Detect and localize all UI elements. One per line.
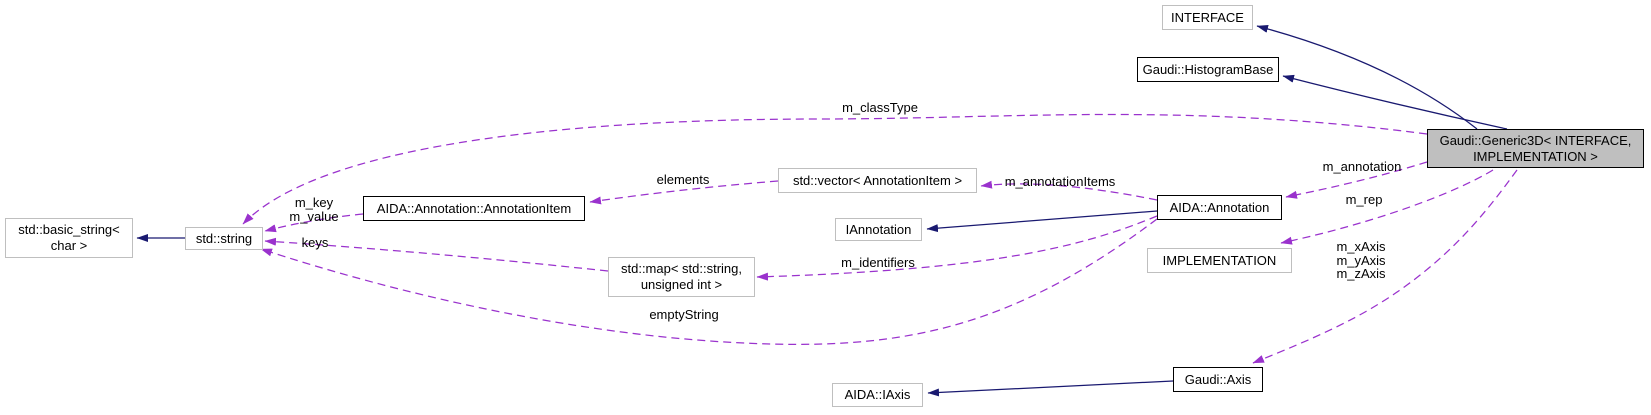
node-iannotation: IAnnotation	[835, 218, 922, 241]
node-gaudi-histogram-base[interactable]: Gaudi::HistogramBase	[1137, 57, 1279, 82]
edge-label-m-identifiers: m_identifiers	[841, 255, 915, 270]
edge-label-keys: keys	[301, 235, 329, 250]
edge-label-m-key-value: m_key m_value	[289, 195, 339, 224]
edge-elements	[589, 180, 779, 205]
node-interface: INTERFACE	[1162, 5, 1253, 30]
node-std-vector-annotation-item: std::vector< AnnotationItem >	[778, 168, 977, 193]
node-gaudi-axis[interactable]: Gaudi::Axis	[1173, 367, 1263, 392]
edge-m-identifiers	[756, 215, 1158, 281]
edge-m-rep	[1280, 169, 1494, 245]
edge-label-empty-string: emptyString	[649, 307, 719, 322]
edge-m-axes	[1252, 169, 1518, 364]
node-aida-annotation-item[interactable]: AIDA::Annotation::AnnotationItem	[363, 196, 585, 221]
node-gaudi-generic3d: Gaudi::Generic3D< INTERFACE, IMPLEMENTAT…	[1427, 129, 1644, 168]
edge-label-m-class-type: m_classType	[842, 100, 918, 115]
edge-label-m-axes: m_xAxis m_yAxis m_zAxis	[1336, 239, 1386, 281]
edge-label-m-annotation: m_annotation	[1322, 159, 1402, 174]
edge-label-m-annotation-items: m_annotationItems	[1004, 174, 1116, 189]
edge-label-m-rep: m_rep	[1345, 192, 1383, 207]
node-std-basic-string: std::basic_string< char >	[5, 218, 133, 258]
edge-generic3d-to-interface	[1256, 24, 1478, 130]
edge-keys	[264, 237, 609, 272]
edge-annotation-to-iannotation	[926, 210, 1158, 233]
node-std-map-string-uint: std::map< std::string, unsigned int >	[608, 257, 755, 297]
edge-generic3d-to-histogram-base	[1282, 74, 1508, 130]
edge-label-elements: elements	[656, 172, 710, 187]
edge-empty-string	[260, 218, 1158, 345]
node-aida-iaxis: AIDA::IAxis	[832, 383, 923, 407]
node-std-string: std::string	[185, 227, 263, 250]
edge-m-annotation	[1285, 161, 1428, 199]
node-implementation: IMPLEMENTATION	[1147, 248, 1292, 273]
edge-axis-to-iaxis	[927, 380, 1174, 397]
node-aida-annotation[interactable]: AIDA::Annotation	[1157, 195, 1282, 220]
edge-m-class-type	[242, 113, 1428, 225]
edge-m-annotation-items	[980, 180, 1158, 201]
